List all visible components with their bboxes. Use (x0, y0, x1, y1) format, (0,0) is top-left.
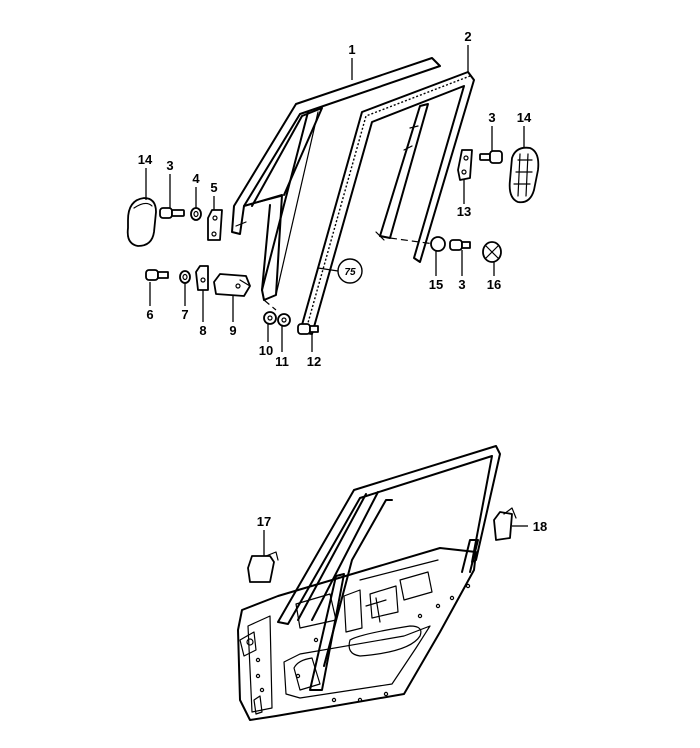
callout-3-right-upper: 3 (488, 110, 495, 125)
part-16-grommet (482, 241, 502, 263)
part-2-glass-run-seal (299, 71, 475, 335)
callout-15: 15 (429, 277, 443, 292)
callout-14-right: 14 (517, 110, 532, 125)
part-13-plate (457, 149, 473, 181)
part-18-cover (493, 507, 517, 541)
part-8-bracket (195, 265, 209, 291)
part-3-screw-right-upper (479, 150, 503, 164)
callout-6: 6 (146, 307, 153, 322)
part-3-screw-left (159, 207, 185, 219)
callout-3-right-lower: 3 (458, 277, 465, 292)
part-10-washer (263, 311, 277, 325)
door-shell (237, 445, 501, 721)
assembly-dash-line (389, 237, 435, 245)
callout-10: 10 (259, 343, 273, 358)
callout-7: 7 (181, 307, 188, 322)
callout-5: 5 (210, 180, 217, 195)
callout-9: 9 (229, 323, 236, 338)
reference-mark: 75 (317, 258, 363, 284)
part-9-guide (213, 273, 251, 297)
callout-3-left: 3 (166, 158, 173, 173)
part-11-washer (277, 313, 291, 327)
callout-1: 1 (348, 42, 355, 57)
leader-lines (145, 45, 525, 352)
callout-18: 18 (533, 519, 547, 534)
part-5-plate (207, 209, 223, 241)
assembly-dash-line (263, 299, 277, 311)
callout-11: 11 (275, 354, 289, 369)
part-3-screw-right-lower (449, 239, 471, 251)
part-17-cover (247, 551, 279, 583)
part-12-screw (297, 323, 319, 335)
reference-mark-text: 75 (344, 267, 356, 278)
callout-16: 16 (487, 277, 501, 292)
part-14-cover-right (508, 146, 540, 204)
part-15-washer (430, 236, 446, 252)
part-7-washer (179, 270, 191, 284)
callout-12: 12 (307, 354, 321, 369)
part-14-cover-left (126, 197, 157, 247)
callout-8: 8 (199, 323, 206, 338)
callout-2: 2 (464, 29, 471, 44)
callout-4: 4 (192, 171, 200, 186)
part-1-window-frame (231, 57, 441, 301)
callout-14-left: 14 (138, 152, 153, 167)
part-6-bolt (145, 269, 169, 281)
callout-13: 13 (457, 204, 471, 219)
part-4-washer (190, 207, 202, 221)
callout-17: 17 (257, 514, 271, 529)
